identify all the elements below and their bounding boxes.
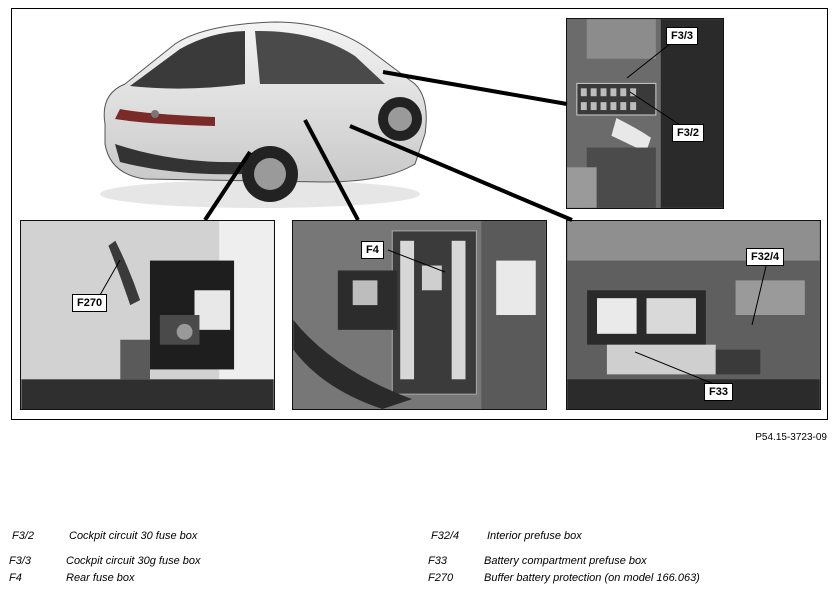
callout-f270: F270 [72, 294, 108, 312]
legend-code: F33 [428, 555, 447, 567]
callout-f33: F33 [704, 383, 733, 401]
legend-code: F32/4 [431, 530, 460, 542]
callout-f3-2: F3/2 [672, 124, 705, 142]
legend-description: Rear fuse box [66, 572, 135, 584]
callout-f4: F4 [361, 241, 384, 259]
vehicle-illustration [85, 14, 435, 214]
callout-f32-4: F32/4 [746, 248, 785, 266]
buffer-battery-photo [20, 220, 275, 410]
cockpit-fuse-box-photo [566, 18, 724, 209]
legend-description: Buffer battery protection (on model 166.… [484, 572, 700, 584]
legend-code: F4 [9, 572, 22, 584]
legend-description: Cockpit circuit 30 fuse box [69, 530, 198, 542]
legend-description: Battery compartment prefuse box [484, 555, 647, 567]
legend-description: Cockpit circuit 30g fuse box [66, 555, 201, 567]
legend-code: F3/3 [9, 555, 32, 567]
legend-code: F3/2 [12, 530, 35, 542]
legend-description: Interior prefuse box [487, 530, 582, 542]
callout-f3-3: F3/3 [666, 27, 699, 45]
figure-reference-code: P54.15-3723-09 [755, 432, 827, 443]
legend-code: F270 [428, 572, 454, 584]
rear-fuse-box-photo [292, 220, 547, 410]
